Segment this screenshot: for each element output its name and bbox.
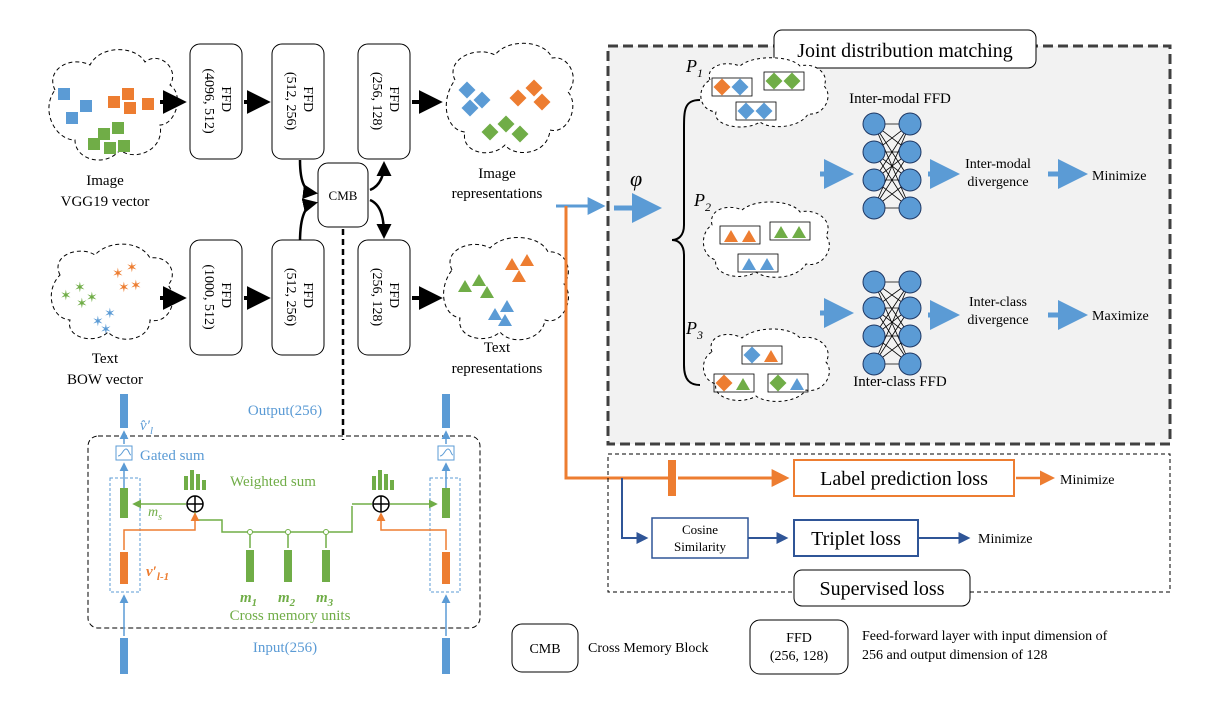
image-input-sublabel: VGG19 vector (61, 194, 150, 210)
triplet-loss-box (793, 519, 919, 557)
weighted-sum-label: Weighted sum (230, 474, 316, 490)
text-input-label: Text (92, 351, 119, 367)
image-vector-squares (58, 88, 154, 154)
p1-pairs (711, 71, 805, 121)
text-ffd-3: FFD (256, 128) (357, 239, 411, 356)
svg-text:✶: ✶ (76, 296, 88, 312)
m2-label: m2 (278, 590, 296, 609)
cmb-box: CMB (317, 162, 369, 228)
text-output-label: Text (484, 340, 511, 356)
text-ffd-1: FFD (1000, 512) (189, 239, 243, 356)
image-output-sublabel: representations (452, 186, 543, 202)
p3-label: P3 (685, 318, 703, 342)
svg-text:✶: ✶ (100, 322, 112, 338)
legend-cmb-box: CMB (529, 642, 560, 657)
text-representation-triangles (458, 254, 534, 326)
text-ffd-2: FFD (512, 256) (271, 239, 325, 356)
cross-memory-units-label: Cross memory units (230, 608, 351, 624)
legend-cmb-desc: Cross Memory Block (588, 641, 709, 656)
phi-label: φ (630, 166, 642, 191)
v-hat-label: v̂′l (140, 418, 153, 437)
svg-text:✶: ✶ (112, 266, 124, 282)
image-ffd-1: FFD (4096, 512) (189, 43, 243, 160)
weighted-sum-right (372, 470, 394, 513)
p2-label: P2 (693, 190, 711, 214)
svg-text:✶: ✶ (60, 288, 72, 304)
svg-text:✶: ✶ (104, 306, 116, 322)
joint-distribution-panel (606, 44, 1172, 446)
svg-text:✶: ✶ (130, 278, 142, 294)
minimize-label-prediction: Minimize (1060, 473, 1114, 488)
inter-class-network (862, 270, 922, 376)
svg-text:FFD (4096, 512): FFD (4096, 512) (201, 68, 233, 134)
text-output-sublabel: representations (452, 361, 543, 377)
inter-class-ffd-label: Inter-class FFD (853, 374, 947, 390)
brace (671, 99, 701, 386)
image-representation-diamonds (458, 79, 551, 143)
image-representation-cloud (445, 42, 574, 154)
svg-text:FFD (256, 128): FFD (256, 128) (369, 268, 401, 327)
cosine-similarity-box (651, 517, 749, 559)
triplet-loss-label: Triplet loss (811, 528, 901, 550)
gated-sum-label: Gated sum (140, 448, 205, 464)
svg-text:FFD (256, 128): FFD (256, 128) (369, 72, 401, 131)
legend-ffd-box: FFD(256, 128) (770, 631, 829, 664)
label-prediction-box (793, 459, 1015, 497)
text-vector-stars: ✶ ✶ ✶ ✶ ✶ ✶ ✶ ✶ ✶ ✶ ✶ (60, 260, 142, 338)
input-dim-label: Input(256) (253, 640, 317, 656)
m-s-label: ms (148, 505, 162, 523)
m1-label: m1 (240, 590, 257, 609)
v-prev-label: v′l-1 (146, 564, 169, 583)
svg-text:FFD (512, 256): FFD (512, 256) (283, 72, 315, 131)
svg-text:✶: ✶ (118, 280, 130, 296)
maximize-inter-class: Maximize (1092, 309, 1149, 324)
text-cloud (50, 243, 174, 340)
p1-label: P1 (685, 56, 703, 80)
p3-pairs (713, 345, 809, 393)
legend-ffd-desc: Feed-forward layer with input dimension … (862, 629, 1108, 663)
svg-text:CMB: CMB (329, 188, 358, 203)
svg-text:FFD (1000, 512): FFD (1000, 512) (201, 264, 233, 330)
image-cloud (48, 49, 178, 161)
text-representation-cloud (443, 236, 569, 341)
svg-text:FFD (512, 256): FFD (512, 256) (283, 268, 315, 327)
image-ffd-3: FFD (256, 128) (357, 43, 411, 160)
image-output-label: Image (478, 166, 516, 182)
p1-cloud (700, 57, 829, 128)
supervised-loss-title: Supervised loss (820, 578, 945, 600)
svg-text:✶: ✶ (86, 290, 98, 306)
svg-text:✶: ✶ (74, 280, 86, 296)
svg-text:✶: ✶ (126, 260, 138, 276)
m3-label: m3 (316, 590, 334, 609)
inter-modal-ffd-label: Inter-modal FFD (849, 91, 951, 107)
weighted-sum-left (184, 470, 206, 513)
image-ffd-2: FFD (512, 256) (271, 43, 325, 160)
output-dim-label: Output(256) (248, 403, 322, 419)
label-prediction-loss-label: Label prediction loss (820, 468, 988, 490)
p2-cloud (703, 201, 830, 278)
p2-pairs (719, 221, 811, 273)
minimize-triplet: Minimize (978, 532, 1032, 547)
text-input-sublabel: BOW vector (67, 372, 143, 388)
minimize-inter-modal: Minimize (1092, 169, 1146, 184)
image-input-label: Image (86, 173, 124, 189)
svg-text:✶: ✶ (92, 314, 104, 330)
joint-distribution-title: Joint distribution matching (797, 40, 1013, 62)
inter-modal-network (862, 112, 922, 220)
cmb-detail-box (87, 435, 481, 629)
gated-sum-icon-left (115, 445, 133, 461)
gated-sum-icon-right (437, 445, 455, 461)
